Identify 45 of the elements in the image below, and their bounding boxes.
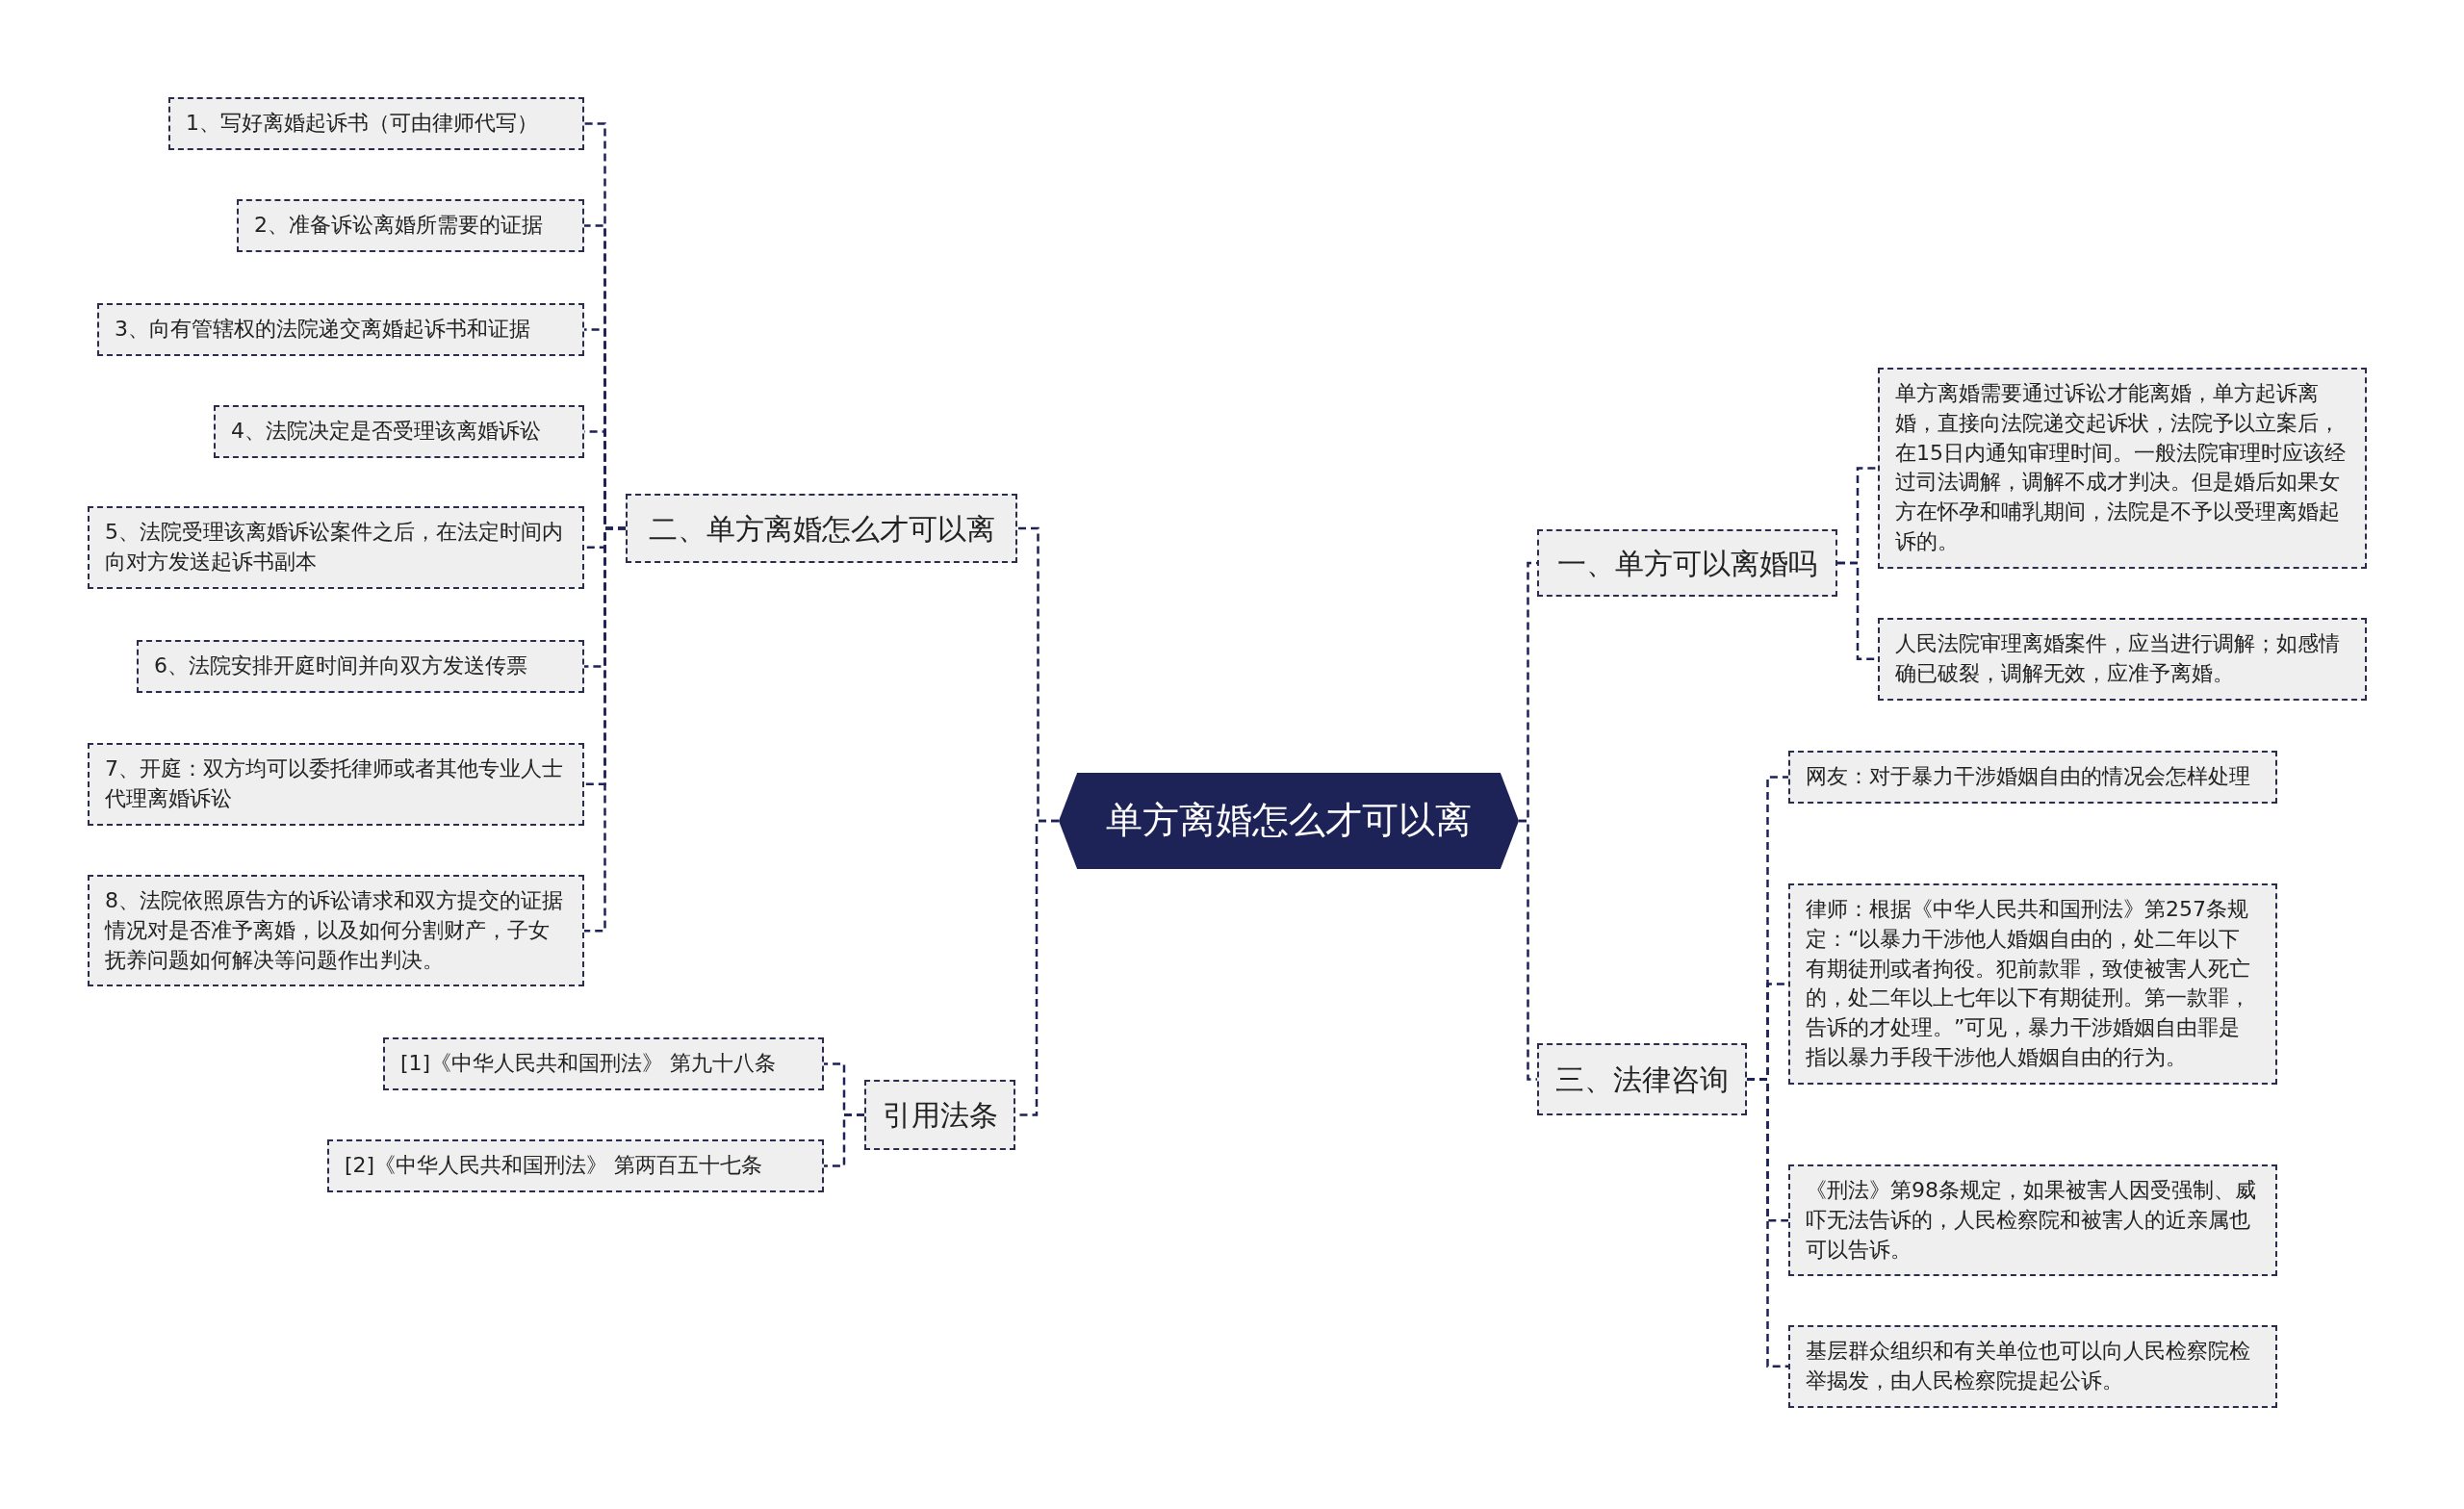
note-box [383,1037,824,1090]
subtopic-text: 一、单方可以离婚吗 [1557,545,1817,582]
note-text: 单方离婚需要通过诉讼才能离婚，单方起诉离婚，直接向法院递交起诉状，法院予以立案后，在15日内通知审理时间。一般法院审理时应该经过司法调解，调解不成才判决。但是婚后如果女方在怀孕和哺乳期间，法院是不予以受理离婚起诉的。 [1895,380,2347,555]
note-text: 8、法院依照原告方的诉讼请求和双方提交的证据情况对是否准予离婚，以及如何分割财产，子女抚养问题如何解决等问题作出判决。 [105,887,564,974]
note-text: 7、开庭：双方均可以委托律师或者其他专业人士代理离婚诉讼 [105,755,564,812]
note-text: 律师：根据《中华人民共和国刑法》第257条规定：“以暴力干涉他人婚姻自由的，处二年以下有期徒刑或者拘役。犯前款罪，致使被害人死亡的，处二年以上七年以下有期徒刑。第一款罪，告诉的才处理。”可见，暴力干涉婚姻自由罪是指以暴力手段干涉他人婚姻自由的行为。 [1806,896,2251,1071]
note-text: [1]《中华人民共和国刑法》 第九十八条 [400,1050,777,1077]
subtopic-box [1537,529,1837,597]
note-box [137,640,584,693]
note-text: 人民法院审理离婚案件，应当进行调解；如感情确已破裂，调解无效，应准予离婚。 [1895,630,2341,687]
note-box [97,303,584,356]
note-text: 5、法院受理该离婚诉讼案件之后，在法定时间内向对方发送起诉书副本 [105,519,564,575]
note-box [237,199,584,252]
note-box [88,875,584,987]
note-box [1788,751,2277,804]
topic-text: 单方离婚怎么才可以离 [1106,798,1472,844]
note-box [1878,368,2367,569]
subtopic-text: 引用法条 [882,1097,998,1134]
note-box [1788,1164,2277,1277]
subtopic-box [1537,1043,1747,1115]
note-box [1788,883,2277,1085]
note-box [88,743,584,826]
connector-line [824,1113,864,1167]
connector-line [1747,1078,1788,1368]
note-text: 基层群众组织和有关单位也可以向人民检察院检举揭发，由人民检察院提起公诉。 [1806,1338,2251,1394]
note-text: 6、法院安排开庭时间并向双方发送传票 [154,652,527,679]
note-box [214,405,584,458]
connector-line [1519,819,1537,1081]
note-text: 4、法院决定是否受理该离婚诉讼 [231,418,541,445]
note-box [1878,618,2367,701]
subtopic-box [626,494,1017,563]
note-box [88,506,584,589]
connector-line [584,526,626,933]
note-box [1788,1325,2277,1408]
note-text: 3、向有管辖权的法院递交离婚起诉书和证据 [115,316,530,343]
note-box [327,1139,824,1192]
note-text: 网友：对于暴力干涉婚姻自由的情况会怎样处理 [1806,763,2250,790]
subtopic-text: 二、单方离婚怎么才可以离 [648,510,995,548]
note-text: 1、写好离婚起诉书（可由律师代写） [186,110,538,137]
note-text: [2]《中华人民共和国刑法》 第两百五十七条 [345,1152,763,1179]
subtopic-text: 三、法律咨询 [1555,1061,1729,1098]
subtopic-box [864,1080,1015,1150]
note-text: 《刑法》第98条规定，如果被害人因受强制、威吓无法告诉的，人民检察院和被害人的近亲属也可以告诉。 [1806,1177,2257,1264]
note-box [168,97,584,150]
note-text: 2、准备诉讼离婚所需要的证据 [254,212,543,239]
